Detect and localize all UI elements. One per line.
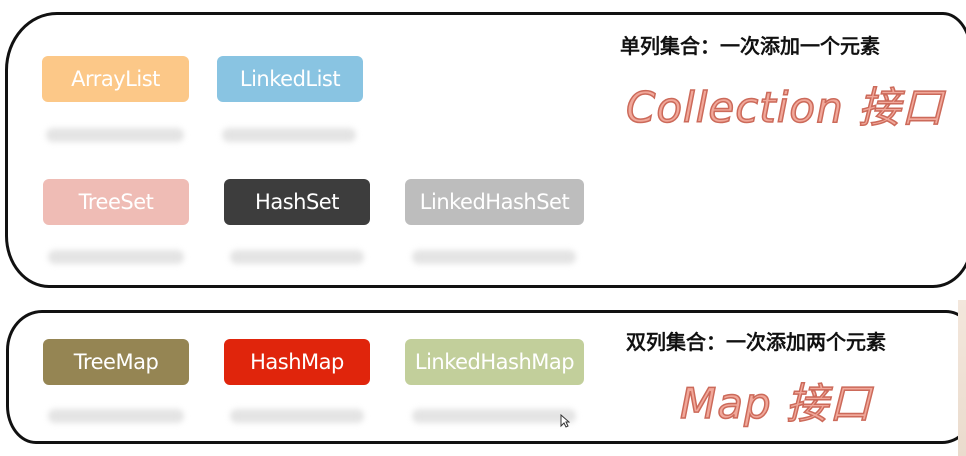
chip-arraylist: ArrayList	[42, 56, 189, 102]
map-heading: 双列集合：一次添加两个元素	[626, 330, 886, 354]
map-interface-title: Map 接口	[679, 378, 872, 429]
mouse-cursor-icon	[560, 414, 570, 428]
chip-treeset: TreeSet	[43, 179, 189, 225]
chip-shadow	[230, 409, 364, 423]
chip-treemap: TreeMap	[43, 339, 189, 385]
chip-hashmap: HashMap	[224, 339, 370, 385]
chip-shadow	[222, 128, 356, 142]
chip-shadow	[48, 409, 184, 423]
chip-shadow	[230, 250, 364, 264]
side-strip	[958, 300, 966, 456]
chip-shadow	[48, 250, 184, 264]
chip-linkedhashset: LinkedHashSet	[405, 179, 584, 225]
chip-shadow	[412, 409, 576, 423]
collection-interface-title: Collection 接口	[625, 82, 945, 133]
chip-shadow	[46, 128, 184, 142]
chip-shadow	[412, 250, 576, 264]
collection-heading: 单列集合：一次添加一个元素	[620, 34, 880, 58]
chip-linkedhashmap: LinkedHashMap	[405, 339, 584, 385]
chip-hashset: HashSet	[224, 179, 370, 225]
chip-linkedlist: LinkedList	[217, 56, 363, 102]
